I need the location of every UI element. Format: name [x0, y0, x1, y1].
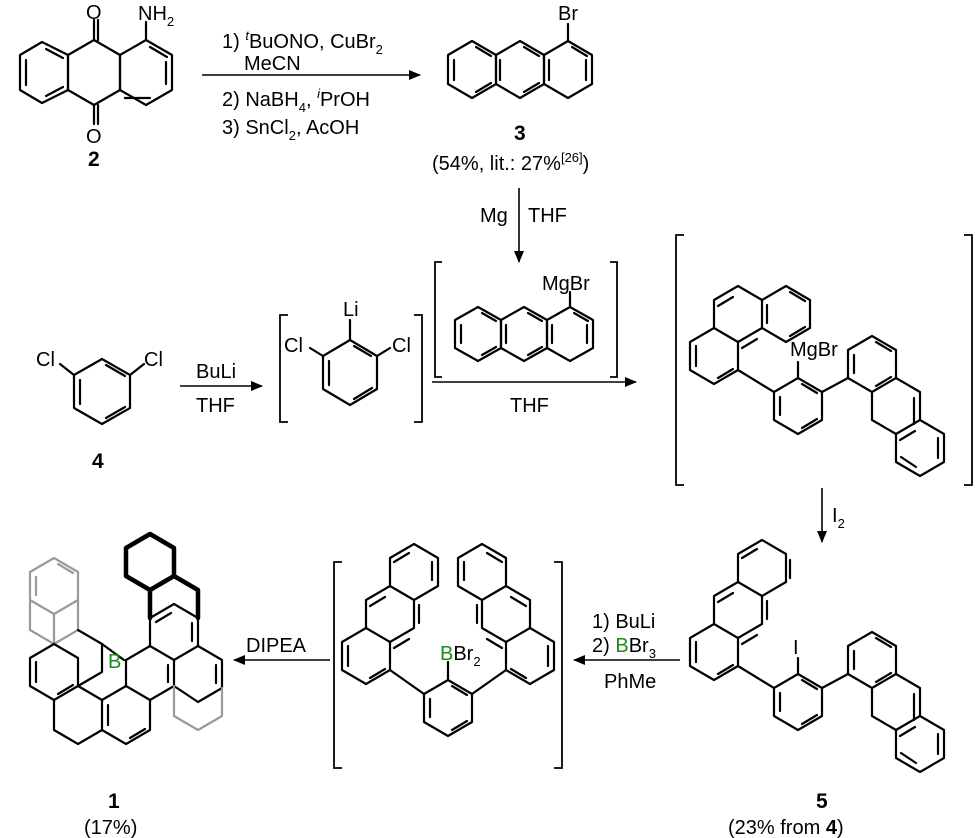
grignard-group: MgBr [542, 273, 590, 295]
bis-grignard-intermediate [675, 234, 973, 486]
compound-4-structure [58, 357, 146, 426]
lithiated-cl-left: Cl [284, 335, 303, 357]
compound-2-structure: O O [18, 2, 174, 148]
lithium-atom: Li [343, 299, 359, 321]
compound-4-cl-left: Cl [36, 349, 55, 371]
step1-line4: 3) SnCl2, AcOH [222, 117, 359, 143]
step3-below: THF [196, 395, 235, 417]
compound-4-label: 4 [92, 450, 104, 473]
step2-right: THF [528, 205, 567, 227]
step1-line3: 2) NaBH4, iPrOH [222, 86, 370, 115]
bis-grignard-group: MgBr [790, 339, 838, 361]
compound-5-yield: (23% from 4) [728, 817, 844, 838]
svg-text:O: O [86, 2, 102, 24]
lithiated-cl-right: Cl [392, 335, 411, 357]
step6-line2: 2) BBr3 [592, 635, 656, 661]
amine-group: NH2 [138, 3, 174, 29]
step4-below: THF [510, 395, 549, 417]
compound-2-label: 2 [88, 148, 100, 171]
compound-1-boron: B [108, 651, 121, 673]
step3-above: BuLi [196, 361, 236, 383]
bromo-group: Br [558, 3, 578, 25]
compound-5-label: 5 [816, 790, 828, 813]
boron-intermediate-group: BBr2 [440, 643, 481, 669]
step2-left: Mg [480, 205, 508, 227]
step7-reagent: DIPEA [246, 635, 307, 657]
step1-line1: 1) tBuONO, CuBr2 [222, 28, 383, 57]
boron-intermediate [333, 542, 563, 769]
svg-text:O: O [86, 126, 102, 148]
iodo-group: I [793, 637, 799, 659]
step5-reagent: I2 [832, 505, 845, 531]
compound-4-cl-right: Cl [144, 349, 163, 371]
lithiated-intermediate [279, 314, 423, 423]
grignard-reagent [434, 261, 618, 378]
step6-line1: 1) BuLi [592, 611, 655, 633]
step1-line2: MeCN [244, 53, 301, 75]
compound-5-structure [688, 538, 946, 774]
compound-3-label: 3 [514, 122, 526, 145]
compound-1-structure [28, 531, 224, 746]
step6-line3: PhMe [604, 671, 656, 693]
compound-3-structure [446, 22, 594, 100]
compound-3-yield: (54%, lit.: 27%[26]) [432, 150, 589, 175]
compound-1-yield: (17%) [84, 817, 137, 838]
compound-1-label: 1 [108, 790, 120, 813]
